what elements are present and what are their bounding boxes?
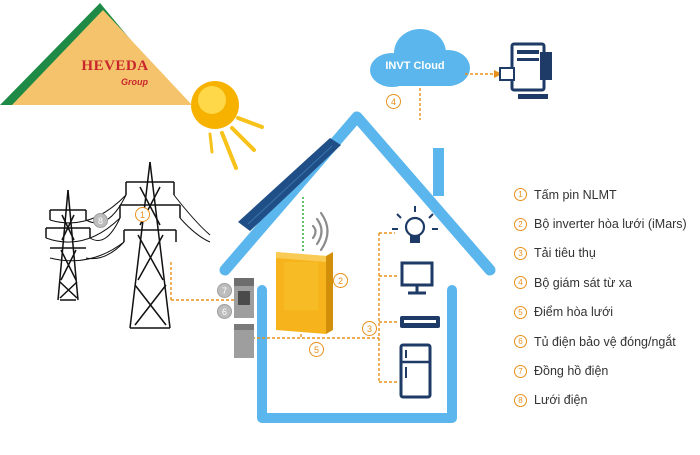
legend-number: 2 — [514, 217, 527, 231]
legend-item: 3 Tải tiêu thụ — [514, 239, 700, 268]
light-bulb-icon — [392, 206, 438, 243]
logo-icon — [0, 3, 192, 105]
legend-label: Tấm pin NLMT — [534, 187, 617, 202]
marker-4: 4 — [386, 94, 401, 109]
air-conditioner-icon — [400, 316, 440, 328]
legend-number: 4 — [514, 276, 527, 290]
legend-label: Tủ điện bảo vệ đóng/ngắt — [534, 334, 676, 349]
cloud-icon — [370, 29, 470, 87]
legend-label: Đồng hồ điện — [534, 364, 609, 379]
legend-item: 2 Bộ inverter hòa lưới (iMars) — [514, 209, 700, 238]
breaker-box-icon — [234, 324, 254, 358]
legend-item: 1 Tấm pin NLMT — [514, 180, 700, 209]
marker-8: 8 — [93, 213, 108, 228]
legend-item: 4 Bộ giám sát từ xa — [514, 268, 700, 297]
legend-label: Điểm hòa lưới — [534, 305, 614, 320]
marker-1: 1 — [135, 207, 150, 222]
legend-label: Lưới điện — [534, 393, 588, 408]
load-wiring — [170, 232, 398, 383]
cloud-label: INVT Cloud — [385, 60, 445, 72]
legend-number: 3 — [514, 246, 527, 260]
marker-5: 5 — [309, 342, 324, 357]
legend-number: 1 — [514, 188, 527, 202]
logo-sub: Group — [121, 77, 148, 87]
marker-6: 6 — [217, 304, 232, 319]
legend: 1 Tấm pin NLMT 2 Bộ inverter hòa lưới (iMa… — [514, 180, 700, 415]
solar-panel-icon — [238, 138, 341, 231]
wifi-icon — [311, 211, 329, 252]
inverter-icon — [276, 252, 333, 334]
legend-number: 6 — [514, 335, 527, 349]
legend-label: Bộ inverter hòa lưới (iMars) — [534, 217, 687, 232]
house-outline — [219, 111, 496, 423]
legend-label: Bộ giám sát từ xa — [534, 275, 632, 290]
marker-7: 7 — [217, 283, 232, 298]
marker-2: 2 — [333, 273, 348, 288]
tv-icon — [400, 261, 434, 295]
sun-icon — [191, 81, 264, 170]
legend-number: 5 — [514, 305, 527, 319]
legend-number: 8 — [514, 393, 527, 407]
legend-item: 8 Lưới điện — [514, 386, 700, 415]
legend-item: 7 Đồng hồ điện — [514, 356, 700, 385]
legend-label: Tải tiêu thụ — [534, 246, 596, 261]
electric-meter-icon — [234, 278, 254, 318]
legend-item: 6 Tủ điện bảo vệ đóng/ngắt — [514, 327, 700, 356]
marker-3: 3 — [362, 321, 377, 336]
legend-number: 7 — [514, 364, 527, 378]
logo-brand: HEVEDA — [81, 58, 149, 74]
power-tower-icon — [45, 161, 211, 329]
legend-item: 5 Điểm hòa lưới — [514, 298, 700, 327]
arrow-icon — [494, 70, 502, 78]
refrigerator-icon — [399, 343, 432, 399]
computer-icon — [499, 42, 552, 99]
